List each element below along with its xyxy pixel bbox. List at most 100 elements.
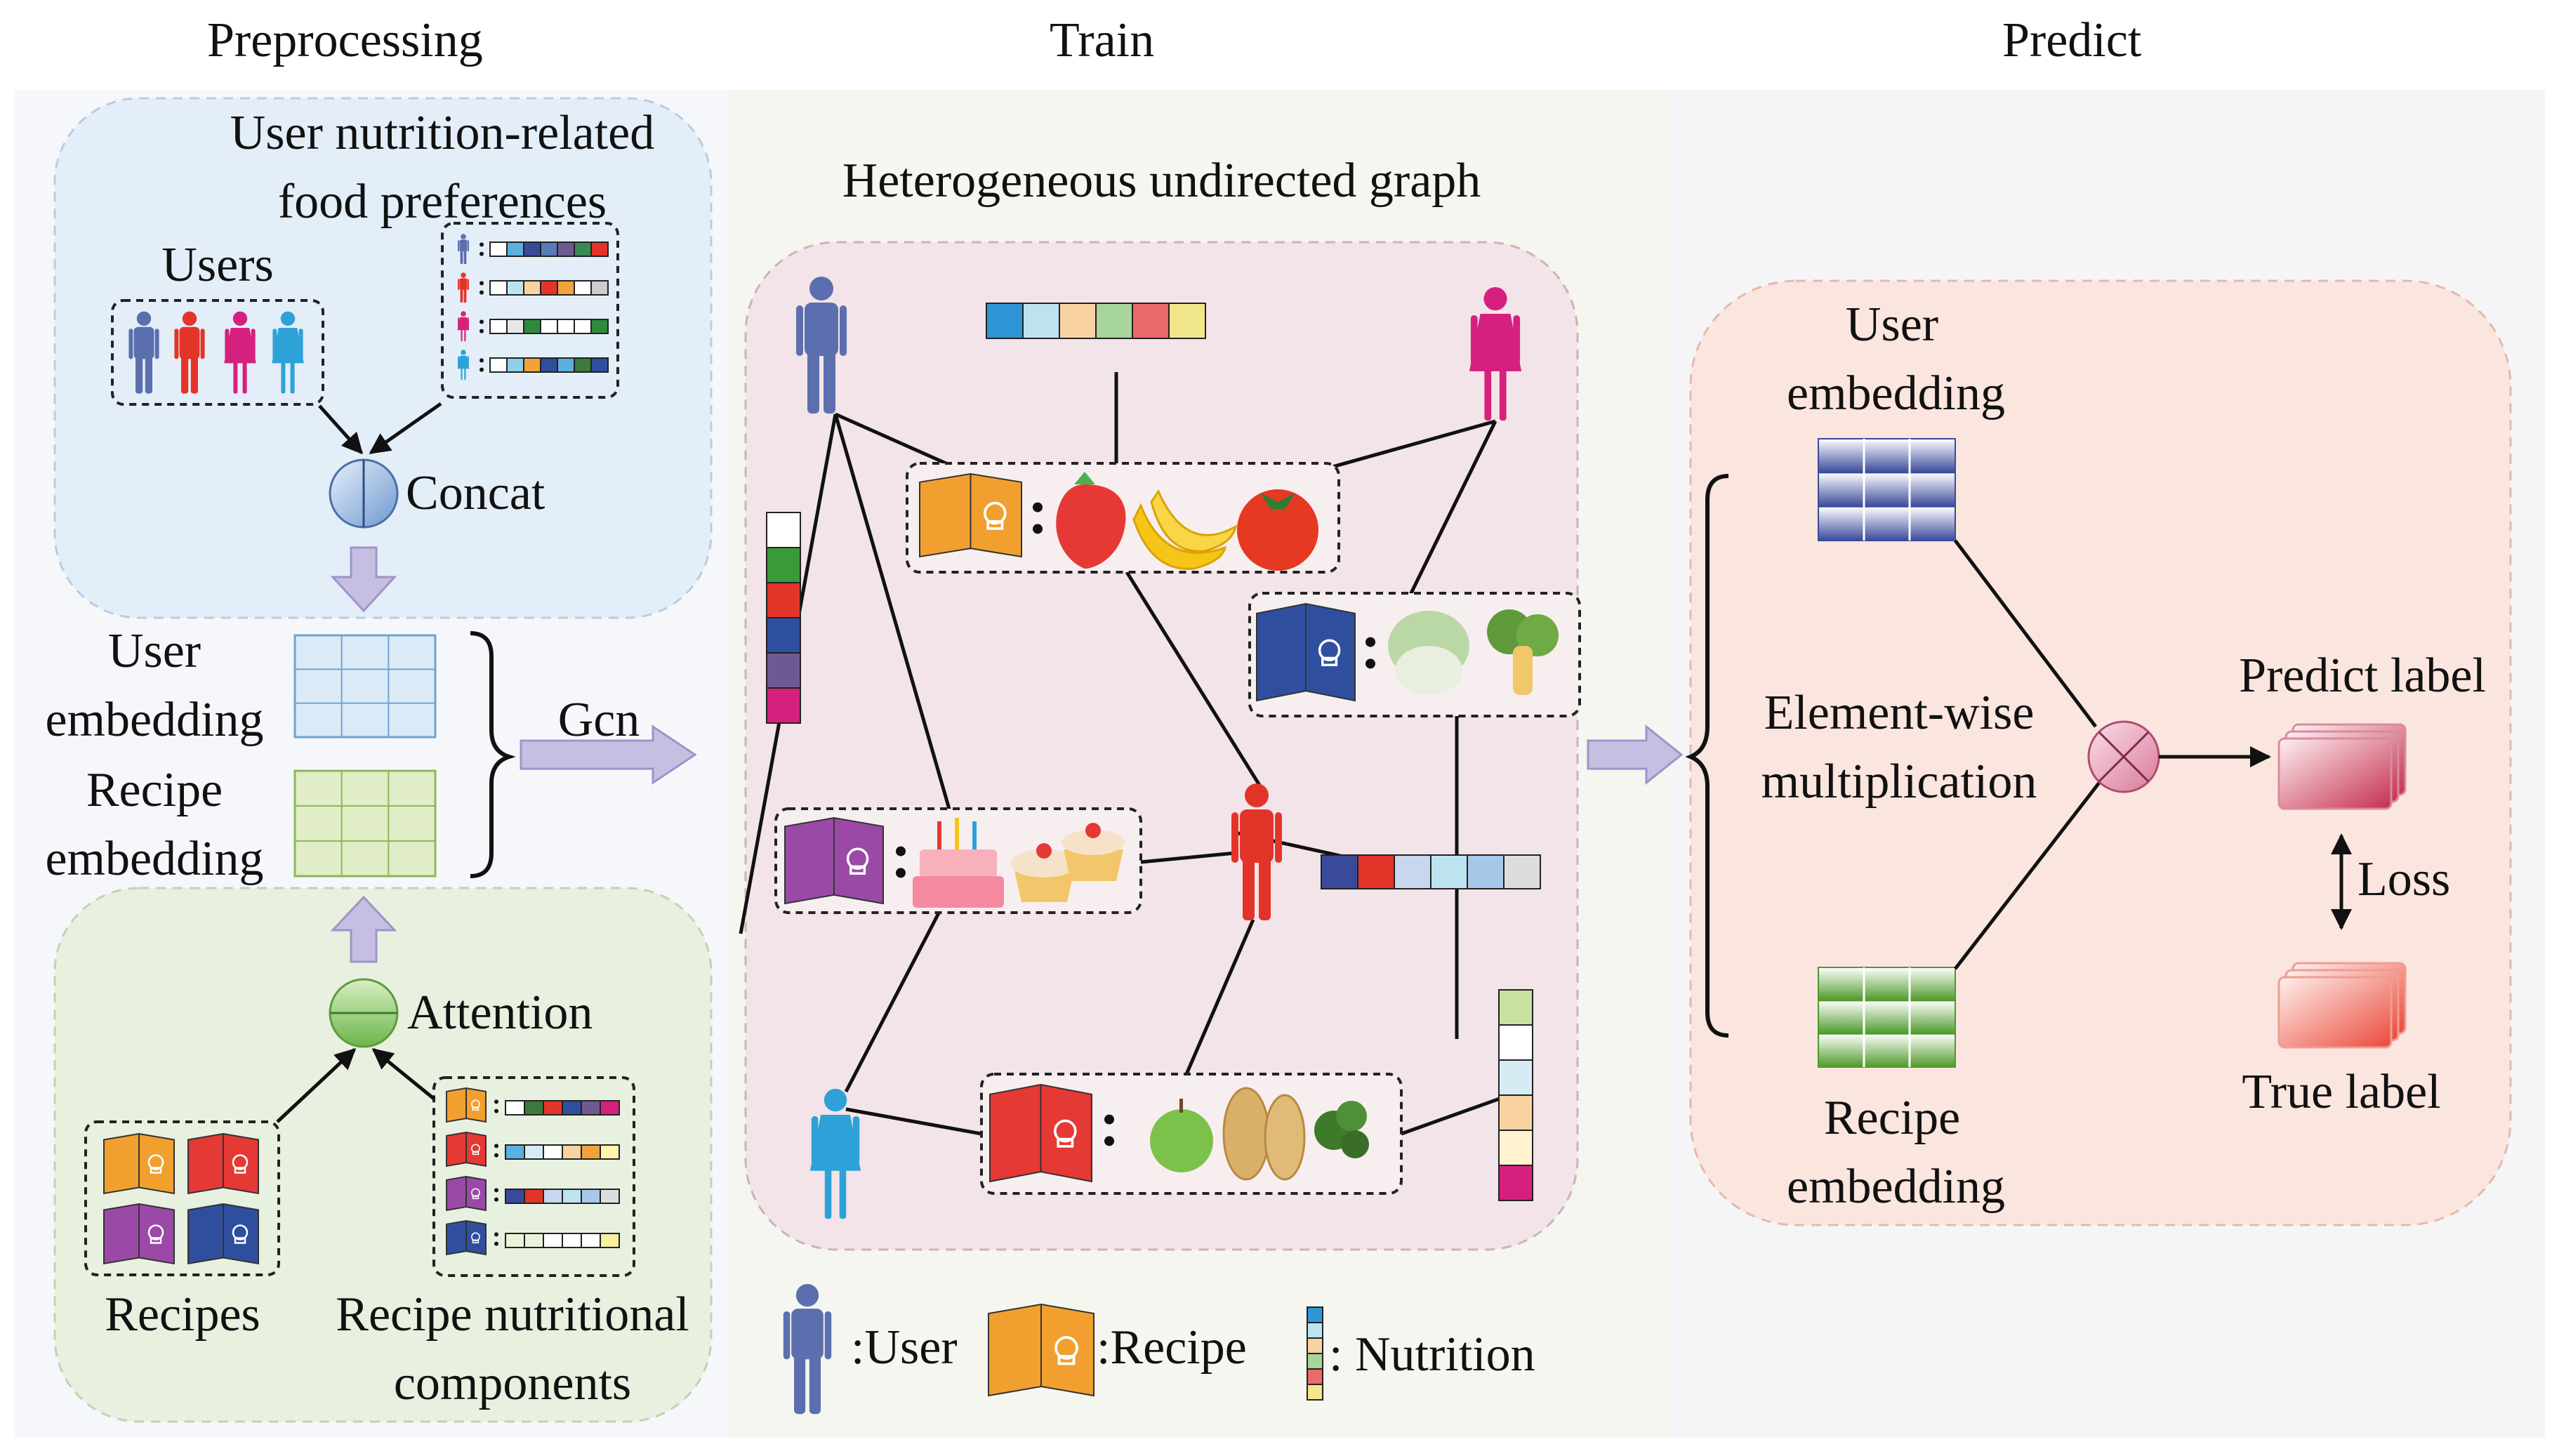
graph-nutrition-vector-left bbox=[766, 512, 801, 724]
graph-edge-12 bbox=[1184, 919, 1255, 1075]
pre-user-embedding-line2: embedding bbox=[45, 693, 264, 747]
legend-nutrition-vector bbox=[1307, 1306, 1323, 1401]
graph-edges bbox=[739, 372, 1510, 1136]
nutrition-book-icon-2 bbox=[446, 1131, 487, 1167]
user-preference-panel bbox=[53, 97, 713, 619]
graph-edge-11 bbox=[844, 908, 943, 1093]
graph-recipe-purple-book-icon bbox=[784, 816, 884, 905]
user-preference-vectors bbox=[457, 234, 609, 380]
attention-up-arrow bbox=[330, 895, 397, 963]
loss-label: Loss bbox=[2358, 852, 2451, 906]
graph-nutrition-vector-right bbox=[1321, 854, 1541, 889]
embedding-brace bbox=[470, 631, 516, 878]
strawberry-icon bbox=[1056, 472, 1126, 569]
pref-vector-3 bbox=[489, 319, 609, 334]
gcn-label: Gcn bbox=[557, 693, 640, 747]
legend-recipe-book-icon bbox=[988, 1303, 1095, 1397]
graph-edge-5 bbox=[1319, 419, 1496, 472]
recipes-label: Recipes bbox=[105, 1288, 260, 1342]
pre-recipe-embedding-line2: embedding bbox=[45, 832, 264, 886]
nutrition-vector-1 bbox=[505, 1100, 620, 1116]
graph-edge-9 bbox=[1140, 851, 1236, 864]
graph-user-blue-icon bbox=[796, 277, 847, 413]
predict-user-embedding-grid bbox=[1818, 438, 1956, 542]
recipe-red-book-icon bbox=[187, 1132, 259, 1195]
user-emb-to-mul-line bbox=[1954, 539, 2097, 728]
users-to-concat-arrow bbox=[318, 404, 364, 455]
nutrition-vector-4 bbox=[505, 1233, 620, 1248]
user-cyan-icon bbox=[272, 311, 304, 394]
multiply-cross-b bbox=[2098, 731, 2150, 783]
concat-label: Concat bbox=[406, 466, 545, 520]
pref-vector-4 bbox=[489, 357, 609, 373]
user-preference-vectors-box bbox=[441, 222, 619, 399]
user-red-icon bbox=[174, 311, 205, 394]
prefs-to-concat-arrow bbox=[369, 402, 442, 455]
graph-edge-7 bbox=[1125, 571, 1262, 788]
graph-nutrition-vector-bottom bbox=[1498, 989, 1533, 1201]
nutrition-to-attention-arrow bbox=[371, 1048, 435, 1100]
graph-edge-2 bbox=[833, 413, 957, 829]
pref-vector-1 bbox=[489, 241, 609, 257]
predict-recipe-embedding-line2: embedding bbox=[1787, 1160, 2006, 1214]
pre-recipe-embedding-line1: Recipe bbox=[86, 763, 223, 817]
user-embedding-grid bbox=[293, 634, 437, 739]
recipe-nutrition-vectors bbox=[446, 1087, 620, 1256]
element-wise-line2: multiplication bbox=[1761, 755, 2037, 809]
leafy-greens-icon bbox=[1314, 1101, 1369, 1158]
graph-title: Heterogeneous undirected graph bbox=[842, 154, 1481, 208]
user-pref-title-line1: User nutrition-related bbox=[230, 106, 655, 160]
graph-edge-13 bbox=[845, 1107, 982, 1136]
graph-recipe-blue-book-icon bbox=[1256, 602, 1356, 702]
preprocessing-title: Preprocessing bbox=[207, 13, 483, 67]
concat-down-arrow bbox=[330, 546, 397, 613]
pref-user-icon-4 bbox=[457, 350, 470, 380]
cake-icon bbox=[913, 818, 1004, 908]
cupcake-icon bbox=[1010, 823, 1125, 902]
true-label-text: True label bbox=[2242, 1065, 2441, 1119]
train-legend bbox=[783, 1283, 1323, 1415]
users-box bbox=[111, 299, 324, 406]
recipe-blue-book-icon bbox=[187, 1203, 259, 1265]
pref-vector-2 bbox=[489, 280, 609, 296]
nutrition-book-icon-4 bbox=[446, 1219, 487, 1256]
cabbage-icon bbox=[1388, 611, 1469, 695]
recipes-to-attention-arrow bbox=[276, 1047, 357, 1123]
user-pink-icon bbox=[224, 311, 256, 394]
users-label: Users bbox=[161, 238, 274, 292]
apple-icon bbox=[1150, 1099, 1213, 1172]
recipe-orange-book-icon bbox=[103, 1132, 175, 1195]
graph-edge-14 bbox=[1401, 1093, 1510, 1136]
predict-user-embedding-line2: embedding bbox=[1787, 366, 2006, 421]
graph-nodes bbox=[766, 277, 1559, 1219]
graph-edge-6 bbox=[1406, 420, 1497, 602]
train-title: Train bbox=[1050, 13, 1155, 67]
recipe-component-panel bbox=[53, 887, 713, 1423]
user-blue-icon bbox=[128, 311, 159, 394]
attention-label: Attention bbox=[407, 986, 593, 1040]
pre-user-embedding-line1: User bbox=[107, 624, 201, 678]
pref-user-icon-2 bbox=[458, 272, 469, 303]
recipe-purple-book-icon bbox=[103, 1203, 175, 1265]
graph-edge-1 bbox=[834, 412, 963, 472]
recipe-emb-to-mul-line bbox=[1954, 781, 2101, 970]
nutrition-book-icon-1 bbox=[446, 1087, 487, 1123]
graph-user-red-icon bbox=[1231, 783, 1282, 920]
graph-recipe-orange-book-icon bbox=[919, 472, 1022, 558]
recipes-books bbox=[103, 1132, 259, 1265]
predict-user-embedding-line1: User bbox=[1845, 298, 1939, 352]
nutrition-book-icon-3 bbox=[446, 1175, 487, 1212]
peanut-icon bbox=[1222, 1087, 1306, 1181]
banana-icon bbox=[1132, 489, 1238, 570]
train-to-predict-arrow bbox=[1587, 724, 1684, 786]
gcn-arrow bbox=[520, 724, 697, 785]
predict-recipe-embedding-line1: Recipe bbox=[1823, 1091, 1961, 1145]
legend-user-label: :User bbox=[851, 1321, 958, 1375]
legend-recipe-label: :Recipe bbox=[1097, 1321, 1247, 1375]
graph-user-cyan-icon bbox=[809, 1088, 861, 1219]
nutrition-vector-2 bbox=[505, 1144, 620, 1160]
graph-nutrition-vector-top bbox=[986, 303, 1206, 339]
graph-recipe-red-book-icon bbox=[989, 1083, 1092, 1183]
predict-label-stack bbox=[2277, 723, 2407, 810]
